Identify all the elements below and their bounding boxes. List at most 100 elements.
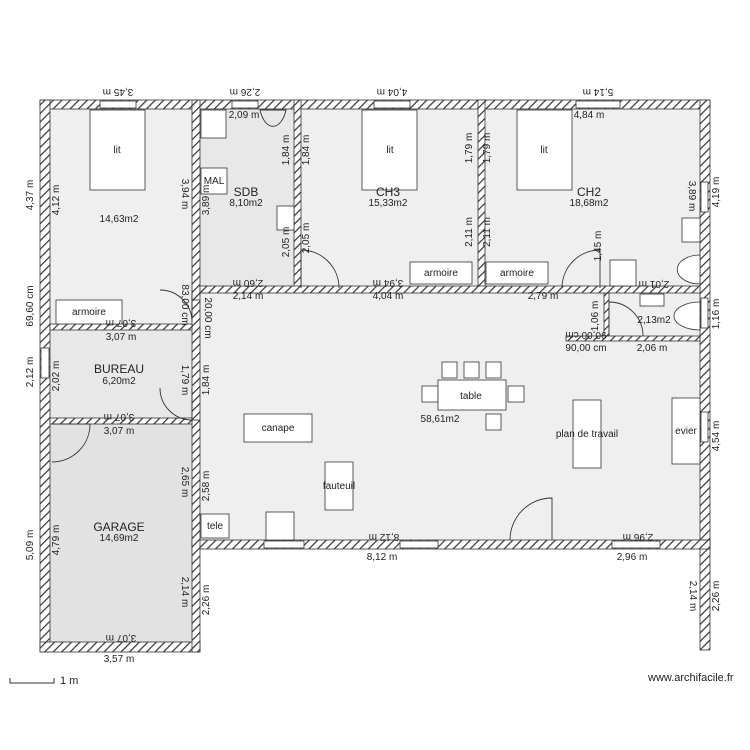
window-right-cuisine	[700, 411, 709, 443]
doors	[51, 109, 644, 541]
armoire-ch1-label: armoire	[72, 307, 106, 318]
garage-area: 14,69m2	[100, 533, 139, 544]
dim-l-437: 4,37 m	[25, 180, 36, 211]
dim-top-514: 5,14 m	[583, 86, 614, 97]
furniture	[55, 109, 701, 541]
wall-right-lower	[699, 539, 711, 651]
sdb-fixture	[276, 205, 295, 231]
chair-5	[421, 385, 439, 403]
dim-h-812a: 8,12 m	[369, 531, 400, 542]
floor-garage	[50, 424, 192, 642]
sink	[671, 397, 701, 465]
dim-l-6960: 69,60 cm	[25, 285, 36, 326]
dim-v-211a: 2,11 m	[464, 217, 475, 247]
bed-ch2-label: lit	[540, 145, 547, 156]
plan-travail-label: plan de travail	[556, 429, 618, 440]
dim-v-226a: 2,26 m	[201, 585, 212, 616]
dim-h-812b: 8,12 m	[367, 552, 398, 563]
dim-v-258: 2,58 m	[201, 471, 212, 502]
wall-v-bureau	[191, 299, 201, 421]
dim-r-226: 2,26 m	[711, 581, 722, 612]
dim-v-2000: 20,00 cm	[202, 297, 213, 338]
window-left-bureau	[40, 347, 50, 379]
ch3-area: 15,33m2	[369, 198, 408, 209]
dim-v-394: 3,94 m	[179, 179, 190, 210]
dim-h-206: 2,06 m	[637, 343, 668, 354]
chair-1	[441, 361, 458, 379]
dim-v-214a: 2,14 m	[179, 577, 190, 608]
window-bottom-3	[611, 540, 661, 549]
bed-ch3	[361, 109, 418, 191]
dim-v-106: 1,06 m	[590, 301, 601, 332]
canape-label: canape	[262, 423, 295, 434]
dim-in-209: 2,09 m	[229, 110, 260, 121]
ch2-area: 18,68m2	[570, 198, 609, 209]
dim-in-484: 4,84 m	[574, 110, 605, 121]
worktop	[572, 399, 602, 469]
dimensions-horizontal: 3,45 m 2,26 m 4,04 m 5,14 m 2,09 m 4,84 …	[103, 86, 670, 665]
dim-h-9000a: 90,00 cm	[565, 329, 606, 340]
dim-r-454: 4,54 m	[711, 421, 722, 452]
dim-v-179c: 1,79 m	[179, 365, 190, 396]
dim-h-307c: 3,07 m	[104, 411, 135, 422]
dim-v-184a: 1,84 m	[281, 135, 292, 166]
dim-l-412: 4,12 m	[51, 185, 62, 216]
door-garage	[51, 423, 91, 463]
wardrobe-ch2	[485, 261, 549, 285]
dim-l-509: 5,09 m	[25, 530, 36, 561]
door-bureau	[159, 387, 193, 421]
dimensions-vertical-flipped: 3,94 m 83,00 cm 20,00 cm 1,79 m 2,65 m 2…	[179, 179, 698, 612]
basin-sdb	[200, 109, 227, 139]
dim-h-260: 2,60 m	[233, 277, 264, 288]
wardrobe-ch3	[409, 261, 473, 285]
dim-r-116: 1,16 m	[711, 299, 722, 330]
wall-v-ch1	[191, 99, 201, 301]
dim-h-296b: 2,96 m	[617, 552, 648, 563]
armoire-ch2-label: armoire	[500, 268, 534, 279]
dim-h-357: 3,57 m	[104, 654, 135, 665]
sdb-area: 8,10m2	[229, 198, 263, 209]
dim-v-145: 1,45 m	[593, 231, 604, 262]
wc-bowl	[673, 301, 701, 331]
wall-h-bureau	[49, 417, 193, 425]
dim-v-179b: 1,79 m	[482, 133, 493, 164]
labels: lit lit lit MAL armoire armoire armoire …	[72, 145, 697, 544]
window-sdb	[231, 100, 259, 109]
wc-fixture	[639, 293, 665, 307]
armchair	[324, 461, 354, 511]
dim-l-202: 2,02 m	[51, 361, 62, 392]
chair-2	[463, 361, 480, 379]
window-ch3	[373, 100, 411, 109]
wall-garage-right	[191, 419, 201, 653]
dining-table	[437, 379, 507, 411]
window-ch2	[575, 100, 621, 109]
bed-ch1-label: lit	[113, 145, 120, 156]
armoire-ch3-label: armoire	[424, 268, 458, 279]
dim-h-394: 3,94 m	[373, 277, 404, 288]
dim-v-389b: 3,89 m	[686, 181, 697, 212]
windows	[40, 100, 709, 549]
dim-v-184c: 1,84 m	[201, 365, 212, 396]
door-ch1	[159, 289, 193, 323]
dim-h-279: 2,79 m	[528, 291, 559, 302]
chair-3	[485, 361, 502, 379]
dim-v-211b: 2,11 m	[482, 217, 493, 247]
dim-top-404: 4,04 m	[377, 86, 408, 97]
wall-v-sdb	[293, 99, 302, 291]
wall-h-rooms	[199, 285, 701, 294]
dim-v-184b: 1,84 m	[301, 135, 312, 166]
dim-h-307e: 3,07 m	[106, 632, 137, 643]
dim-r-214: 2,14 m	[687, 581, 698, 612]
garage-name: GARAGE	[93, 520, 144, 534]
tv-unit	[200, 513, 230, 539]
ch2-fixture-3	[609, 259, 637, 287]
dim-h-307a: 3,07 m	[106, 317, 137, 328]
window-bottom-2	[399, 540, 439, 549]
credit-text: www.archifacile.fr	[648, 672, 734, 684]
window-ch1	[99, 100, 137, 109]
floor-bureau	[50, 330, 192, 422]
dim-l-479: 4,79 m	[51, 525, 62, 556]
evier-label: evier	[675, 426, 697, 437]
ch2-name: CH2	[577, 185, 601, 199]
